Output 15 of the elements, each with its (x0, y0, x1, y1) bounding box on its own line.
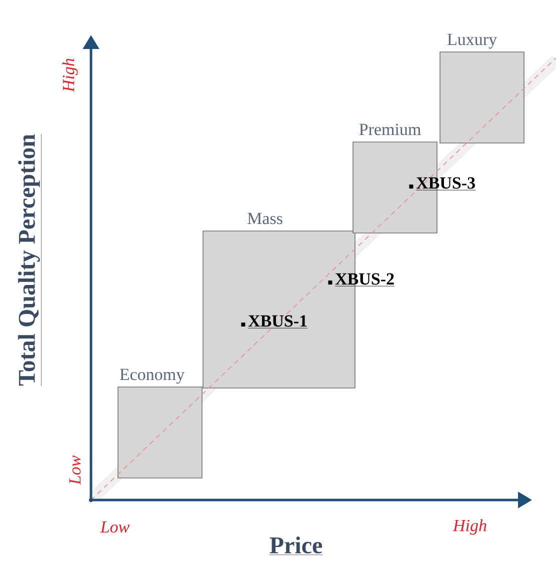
axis-title: Price (269, 536, 323, 556)
axis-end-label: High (452, 519, 486, 535)
axis-end-label: Low (100, 521, 130, 533)
segment-box (118, 386, 202, 478)
data-point: XBUS-2 (328, 273, 395, 286)
segment-heading: Premium (359, 124, 421, 136)
axis-end-label: High (62, 58, 78, 92)
segment-heading: Mass (248, 212, 282, 224)
axis-end-label: Low (69, 455, 81, 485)
segment-heading: Economy (120, 368, 185, 384)
data-point: XBUS-1 (241, 315, 308, 328)
data-point: XBUS-3 (409, 177, 476, 190)
segment-box (440, 52, 524, 144)
axis-title: Total Quality Perception (18, 134, 42, 386)
segment-heading: Luxury (447, 34, 497, 49)
